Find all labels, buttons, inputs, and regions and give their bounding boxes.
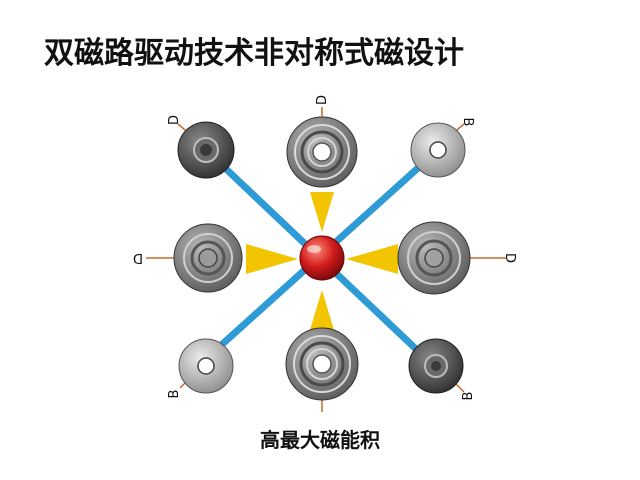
arrow-right xyxy=(346,244,398,274)
center-node xyxy=(299,235,345,281)
arrow-bottom xyxy=(310,290,334,330)
caption: 高最大磁能积 xyxy=(260,428,380,452)
magnet-top xyxy=(286,116,358,188)
magnet-bottom-left xyxy=(178,338,234,394)
label-top-right: B xyxy=(460,118,475,127)
magnet-top-right xyxy=(410,122,466,178)
label-top: D xyxy=(315,95,330,105)
magnet-bottom-right xyxy=(408,338,464,394)
label-left: D xyxy=(133,250,143,265)
magnet-left xyxy=(173,223,243,293)
arrow-group xyxy=(246,192,398,330)
arrow-top xyxy=(310,192,334,232)
label-bottom-left: B xyxy=(167,390,182,399)
magnet-right xyxy=(397,221,471,295)
page-title: 双磁路驱动技术非对称式磁设计 xyxy=(44,36,464,71)
magnet-bottom xyxy=(285,327,359,401)
label-top-left: D xyxy=(167,115,182,125)
label-right: D xyxy=(502,253,517,263)
label-bottom-right: B xyxy=(461,392,476,401)
arrow-left xyxy=(246,244,298,274)
magnet-top-left xyxy=(177,121,235,179)
